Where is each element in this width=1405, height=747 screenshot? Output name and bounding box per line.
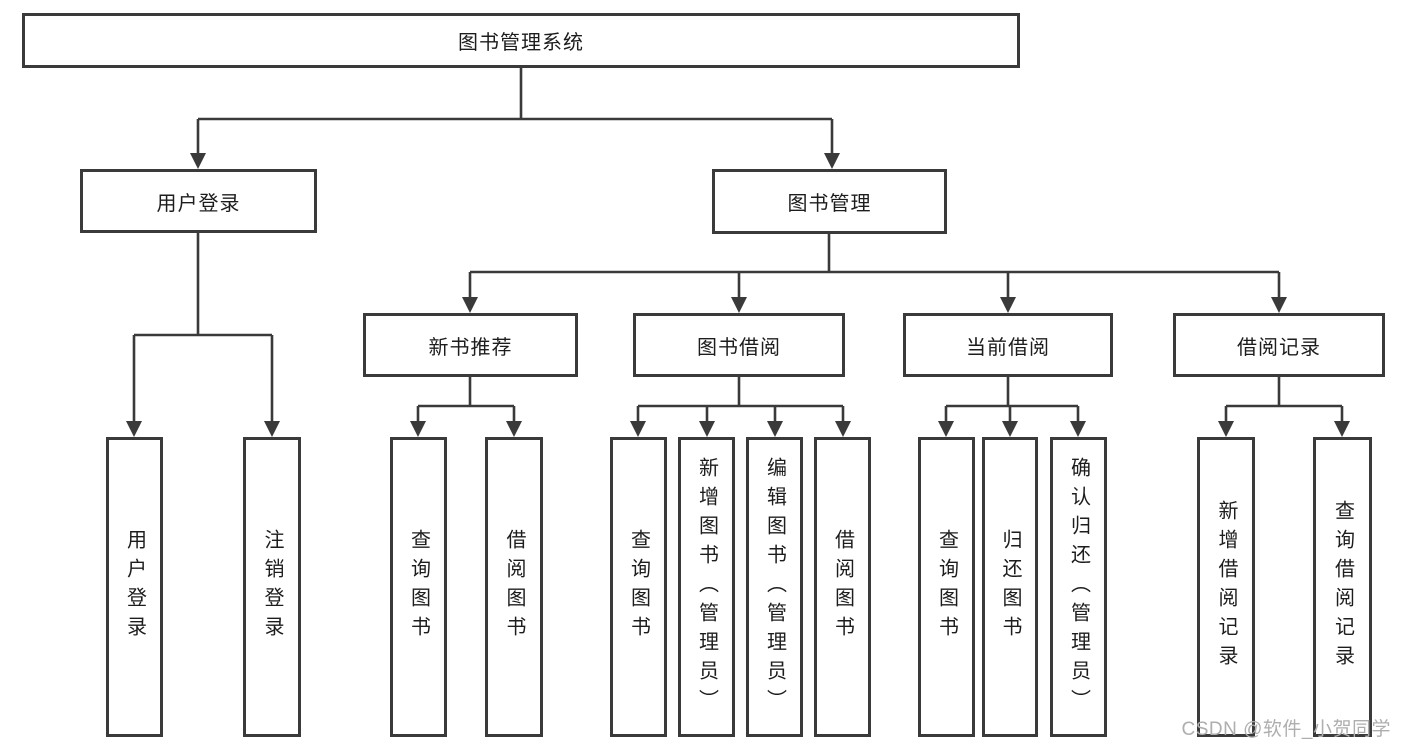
arrow-down-icon <box>1218 421 1234 437</box>
arrow-down-icon <box>506 421 522 437</box>
arrow-down-icon <box>699 421 715 437</box>
arrow-down-icon <box>835 421 851 437</box>
arrow-down-icon <box>767 421 783 437</box>
arrow-down-icon <box>1070 421 1086 437</box>
leaf-newbooks-borrow-books: 借阅图书 <box>485 437 543 737</box>
arrowhead-icons <box>126 153 1350 437</box>
leaf-current-confirm-return-admin: 确认归还（管理员） <box>1050 437 1107 737</box>
arrow-down-icon <box>938 421 954 437</box>
arrow-down-icon <box>410 421 426 437</box>
leaf-current-query-books: 查询图书 <box>918 437 975 737</box>
arrow-down-icon <box>824 153 840 169</box>
node-user-login: 用户登录 <box>80 169 317 233</box>
arrow-down-icon <box>1000 297 1016 313</box>
leaf-records-query-record: 查询借阅记录 <box>1313 437 1372 737</box>
leaf-user-login: 用户登录 <box>106 437 163 737</box>
arrow-down-icon <box>190 153 206 169</box>
leaf-borrowing-edit-books-admin: 编辑图书（管理员） <box>746 437 803 737</box>
arrow-down-icon <box>264 421 280 437</box>
leaf-newbooks-query-books: 查询图书 <box>390 437 447 737</box>
arrow-down-icon <box>1334 421 1350 437</box>
arrow-down-icon <box>731 297 747 313</box>
node-book-borrowing: 图书借阅 <box>633 313 845 377</box>
arrow-down-icon <box>126 421 142 437</box>
csdn-watermark: CSDN @软件_小贺同学 <box>1181 719 1391 740</box>
node-borrowing-records: 借阅记录 <box>1173 313 1385 377</box>
node-new-book-recommend: 新书推荐 <box>363 313 578 377</box>
arrow-down-icon <box>462 297 478 313</box>
arrow-down-icon <box>630 421 646 437</box>
arrow-down-icon <box>1002 421 1018 437</box>
node-root: 图书管理系统 <box>22 13 1020 68</box>
connector-paths <box>132 68 1344 423</box>
leaf-borrowing-query-books: 查询图书 <box>610 437 667 737</box>
leaf-records-add-record: 新增借阅记录 <box>1197 437 1255 737</box>
leaf-borrowing-add-books-admin: 新增图书（管理员） <box>678 437 735 737</box>
leaf-current-return-books: 归还图书 <box>982 437 1038 737</box>
arrow-down-icon <box>1271 297 1287 313</box>
leaf-borrowing-borrow-books: 借阅图书 <box>814 437 871 737</box>
leaf-logout: 注销登录 <box>243 437 301 737</box>
node-book-management: 图书管理 <box>712 169 947 234</box>
node-current-borrowing: 当前借阅 <box>903 313 1113 377</box>
